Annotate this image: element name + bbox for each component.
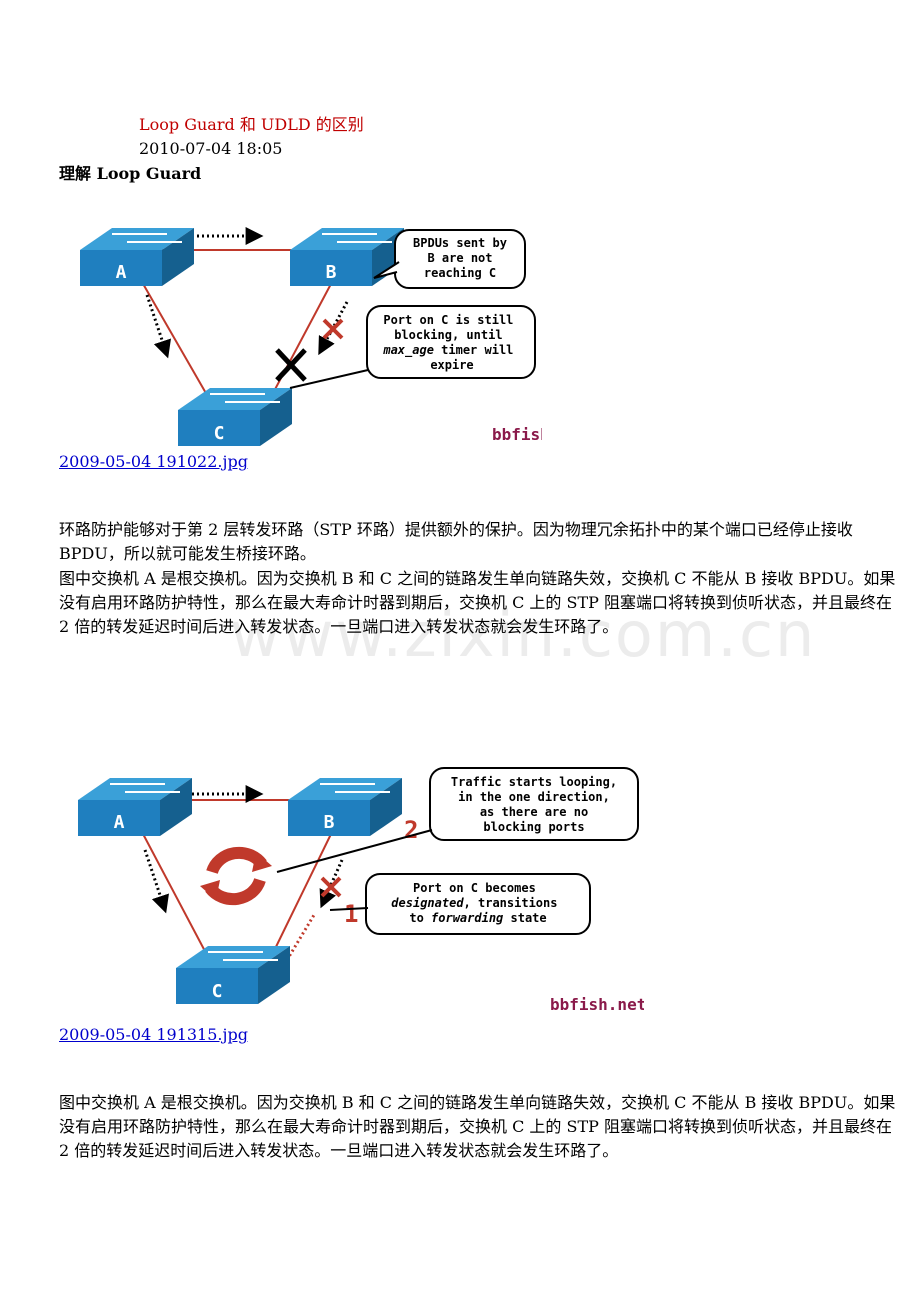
image-link-1[interactable]: 2009-05-04 191022.jpg [59,452,248,471]
paragraph-explain-1: 图中交换机 A 是根交换机。因为交换机 B 和 C 之间的链路发生单向链路失效，… [59,569,896,636]
image-link-2[interactable]: 2009-05-04 191315.jpg [59,1025,248,1044]
big-x-icon [275,348,307,382]
callout-top [394,229,526,289]
callout-bottom [365,873,591,935]
section-heading: 理解 Loop Guard [59,164,202,183]
switch-a-label: A [116,262,127,283]
svg-text:Port on C becomes designat: Port on C becomes designated, transition… [391,881,564,925]
paragraph-explain-2: 图中交换机 A 是根交换机。因为交换机 B 和 C 之间的链路发生单向链路失效，… [59,1093,896,1160]
loop-arrows-icon [200,846,272,906]
x-icon [320,876,342,898]
callout-bottom [366,305,536,379]
step-1-label: 1 [344,900,358,928]
switch-b-icon: B [290,228,404,286]
svg-text:A: A [114,812,125,833]
switch-c-icon: C [178,388,292,446]
article-title-link[interactable]: Loop Guard 和 UDLD 的区别 [139,115,364,134]
svg-text:B: B [324,812,335,833]
link-a-c [141,281,208,396]
callout-top [429,767,639,841]
figure2-watermark: bbfish.net [550,995,644,1014]
step-2-label: 2 [404,816,418,844]
article-date: 2010-07-04 18:05 [139,139,283,158]
small-x-icon [322,318,344,340]
switch-c-label: C [214,423,225,444]
figure1-watermark: bbfish.net [492,425,542,444]
paragraph-intro: 环路防护能够对于第 2 层转发环路（STP 环路）提供额外的保护。因为物理冗余拓… [59,520,853,563]
switch-b-label: B [326,262,337,283]
switch-a-icon: A [80,228,194,286]
svg-text:C: C [212,981,223,1002]
switch-b-icon: B [288,778,402,836]
switch-a-icon: A [78,778,192,836]
switch-c-icon: C [176,946,290,1004]
svg-text:Traffic starts looping,in the: Traffic starts looping,in the one direct… [451,775,617,834]
loop-guard-diagram-2: A B C 2 1 Traffic starts looping,in the … [78,767,644,1014]
svg-text:Port on C is still blockin: Port on C is still blocking, until max_a… [382,313,520,372]
